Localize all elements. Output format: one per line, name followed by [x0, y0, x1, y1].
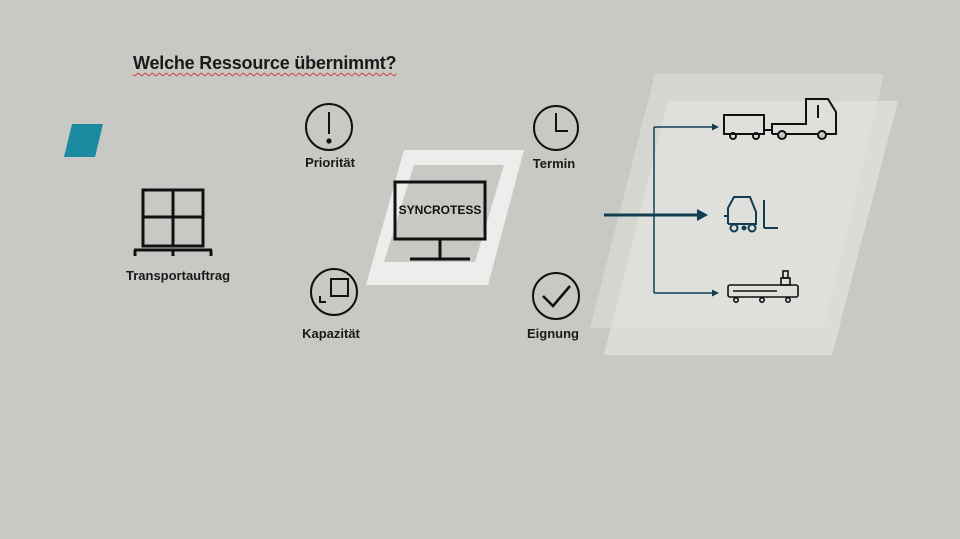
page-title: Welche Ressource übernimmt? [133, 53, 397, 73]
clock-icon [533, 105, 579, 151]
capacity-label: Kapazität [302, 326, 360, 341]
deadline-label: Termin [532, 156, 576, 171]
system-label: SYNCROTESS [398, 203, 482, 217]
branch-arrows [653, 123, 719, 297]
accent-shape [64, 124, 103, 157]
monitor-icon [393, 180, 487, 261]
agv-icon [727, 270, 799, 303]
resource-panel [590, 74, 898, 355]
main-arrow [604, 209, 708, 221]
pallet-icon [133, 188, 213, 256]
capacity-icon [310, 268, 358, 316]
checkmark-icon [532, 272, 580, 320]
suitability-label: Eignung [527, 326, 579, 341]
priority-label: Priorität [305, 155, 355, 170]
forklift-icon [724, 196, 778, 233]
truck-with-trailer-icon [723, 98, 837, 140]
exclamation-icon [305, 103, 353, 151]
transport-order-label: Transportauftrag [125, 268, 231, 283]
syncrotess-frame [366, 150, 524, 285]
